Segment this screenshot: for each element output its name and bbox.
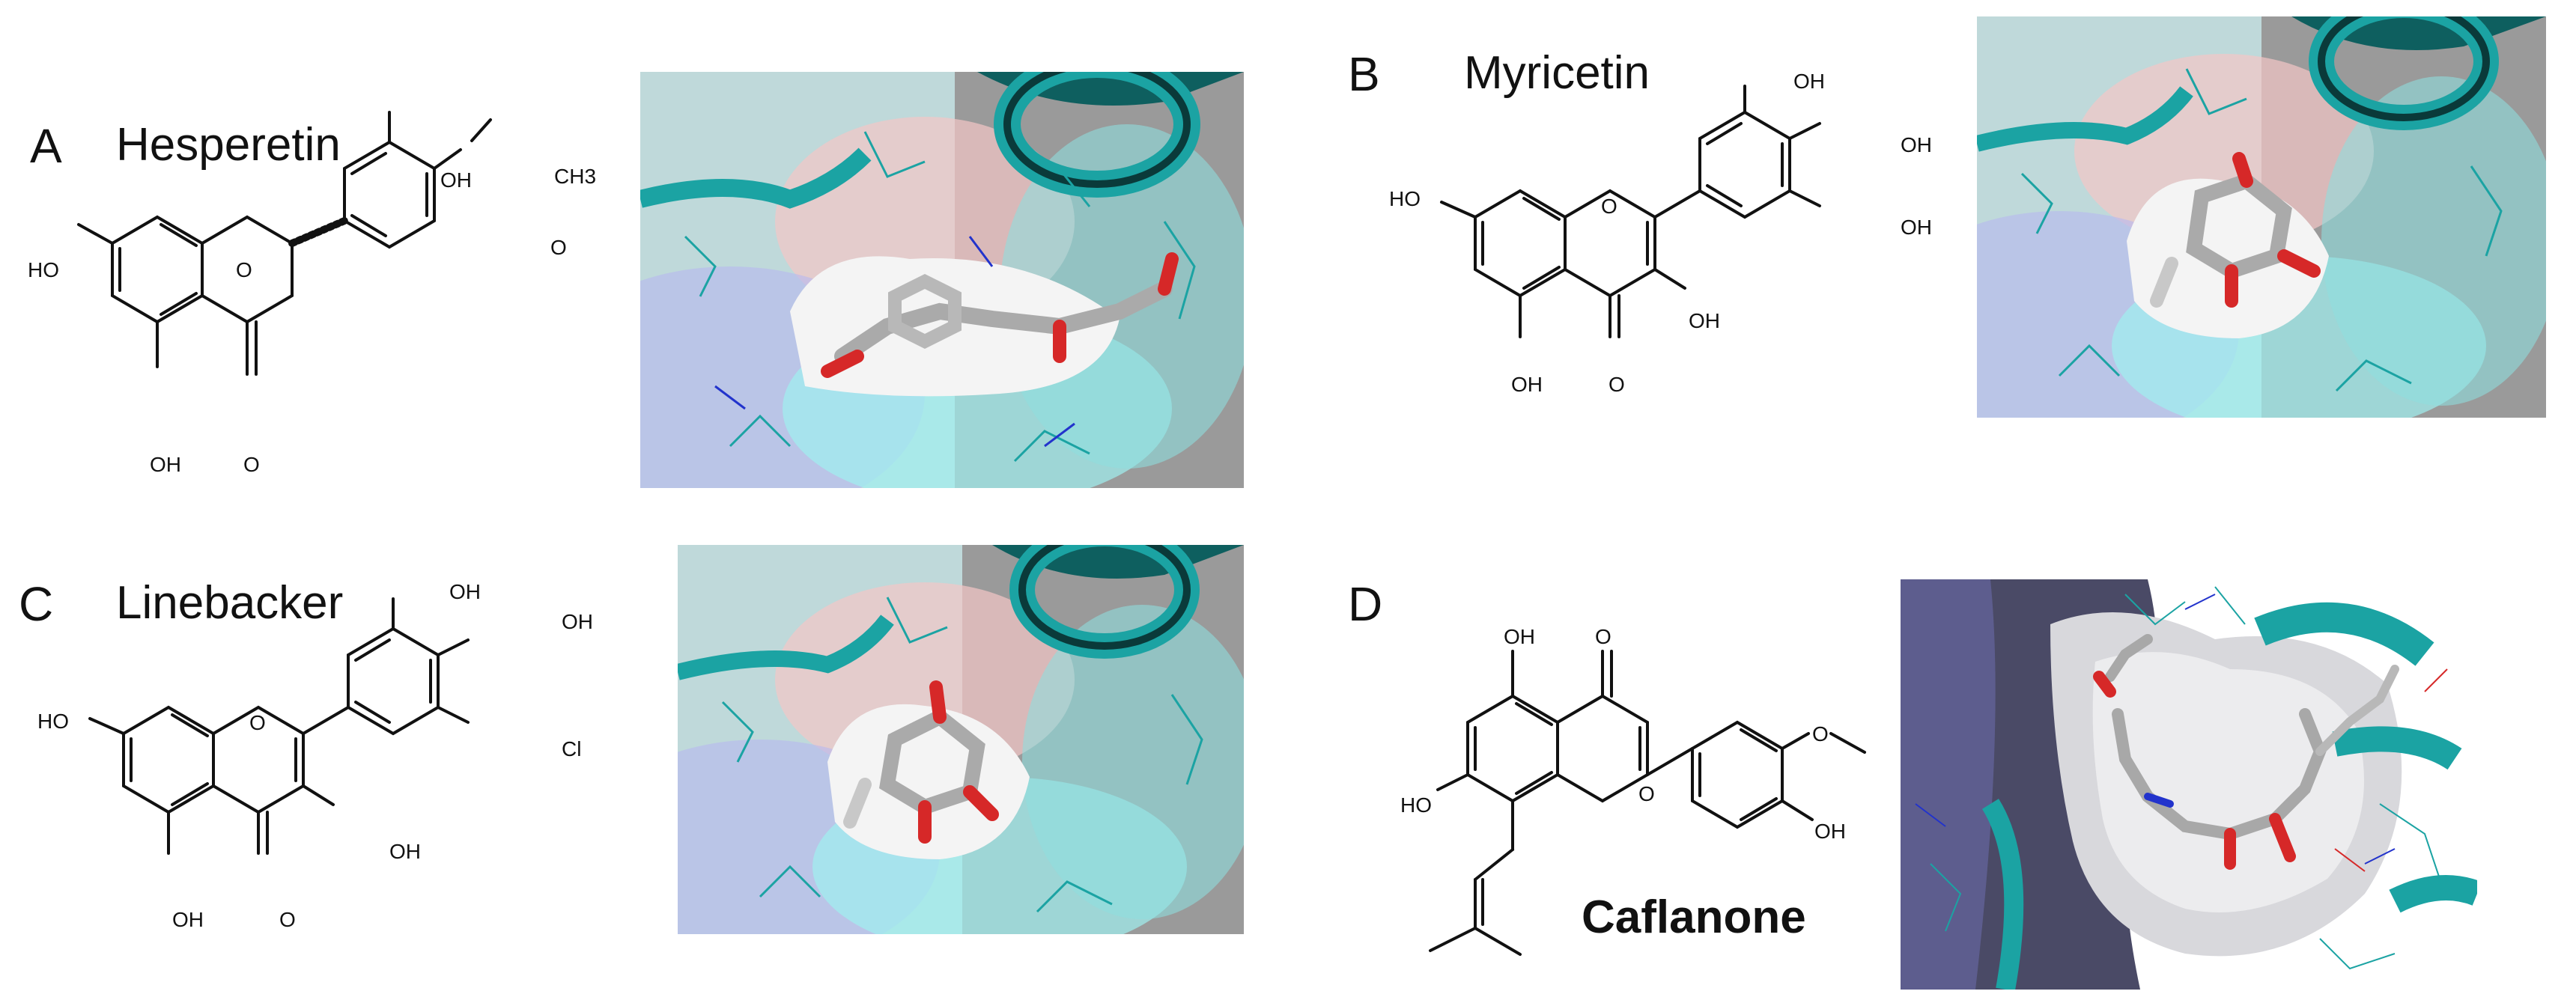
atom-label: OH	[389, 840, 421, 863]
atom-label: OH	[150, 453, 181, 476]
atom-label: OH	[1689, 309, 1720, 332]
compound-name-linebacker: Linebacker	[116, 577, 344, 629]
atom-label: HO	[37, 710, 69, 733]
panel-label-c: C	[19, 577, 54, 631]
docking-image-hesperetin	[640, 72, 1244, 488]
atom-label: OH	[562, 610, 593, 633]
atom-label: OH	[1511, 373, 1543, 396]
atom-label: HO	[28, 258, 59, 281]
myricetin-structure: HO O OH O OH OH OH OH	[1389, 70, 1932, 396]
compound-name-hesperetin: Hesperetin	[116, 119, 341, 171]
panel-label-d: D	[1348, 577, 1383, 631]
panel-label-b: B	[1348, 47, 1380, 101]
panel-label-a: A	[30, 119, 62, 173]
compound-name-caflanone: Caflanone	[1582, 891, 1806, 943]
caflanone-structure: OH O HO O O OH	[1400, 625, 1866, 956]
linebacker-structure: HO O OH O OH OH OH Cl	[37, 580, 593, 931]
atom-label: OH	[1901, 216, 1932, 239]
atom-label: OH	[1504, 625, 1535, 648]
atom-label: OH	[449, 580, 481, 603]
atom-label: CH3	[554, 165, 596, 188]
compound-name-myricetin: Myricetin	[1464, 47, 1650, 99]
docking-image-linebacker	[678, 545, 1244, 934]
atom-label: O	[550, 236, 567, 259]
docking-image-myricetin	[1977, 16, 2546, 418]
atom-label: OH	[172, 908, 204, 931]
atom-label: O	[1609, 373, 1625, 396]
atom-label: OH	[1793, 70, 1825, 93]
hesperetin-structure: HO O OH O OH CH3 O	[28, 111, 596, 476]
atom-label: HO	[1400, 793, 1432, 817]
atom-label: OH	[1814, 820, 1846, 843]
atom-label: O	[279, 908, 296, 931]
atom-label: OH	[440, 168, 472, 192]
atom-label: O	[243, 453, 260, 476]
atom-label: Cl	[562, 737, 581, 760]
atom-label: O	[1812, 722, 1829, 746]
atom-label: O	[1601, 195, 1617, 218]
atom-label: O	[236, 258, 252, 281]
atom-label: O	[249, 711, 266, 734]
atom-label: O	[1595, 625, 1611, 648]
atom-label: OH	[1901, 133, 1932, 156]
docking-image-caflanone	[1901, 579, 2477, 990]
atom-label: HO	[1389, 187, 1421, 210]
atom-label: O	[1638, 782, 1655, 805]
